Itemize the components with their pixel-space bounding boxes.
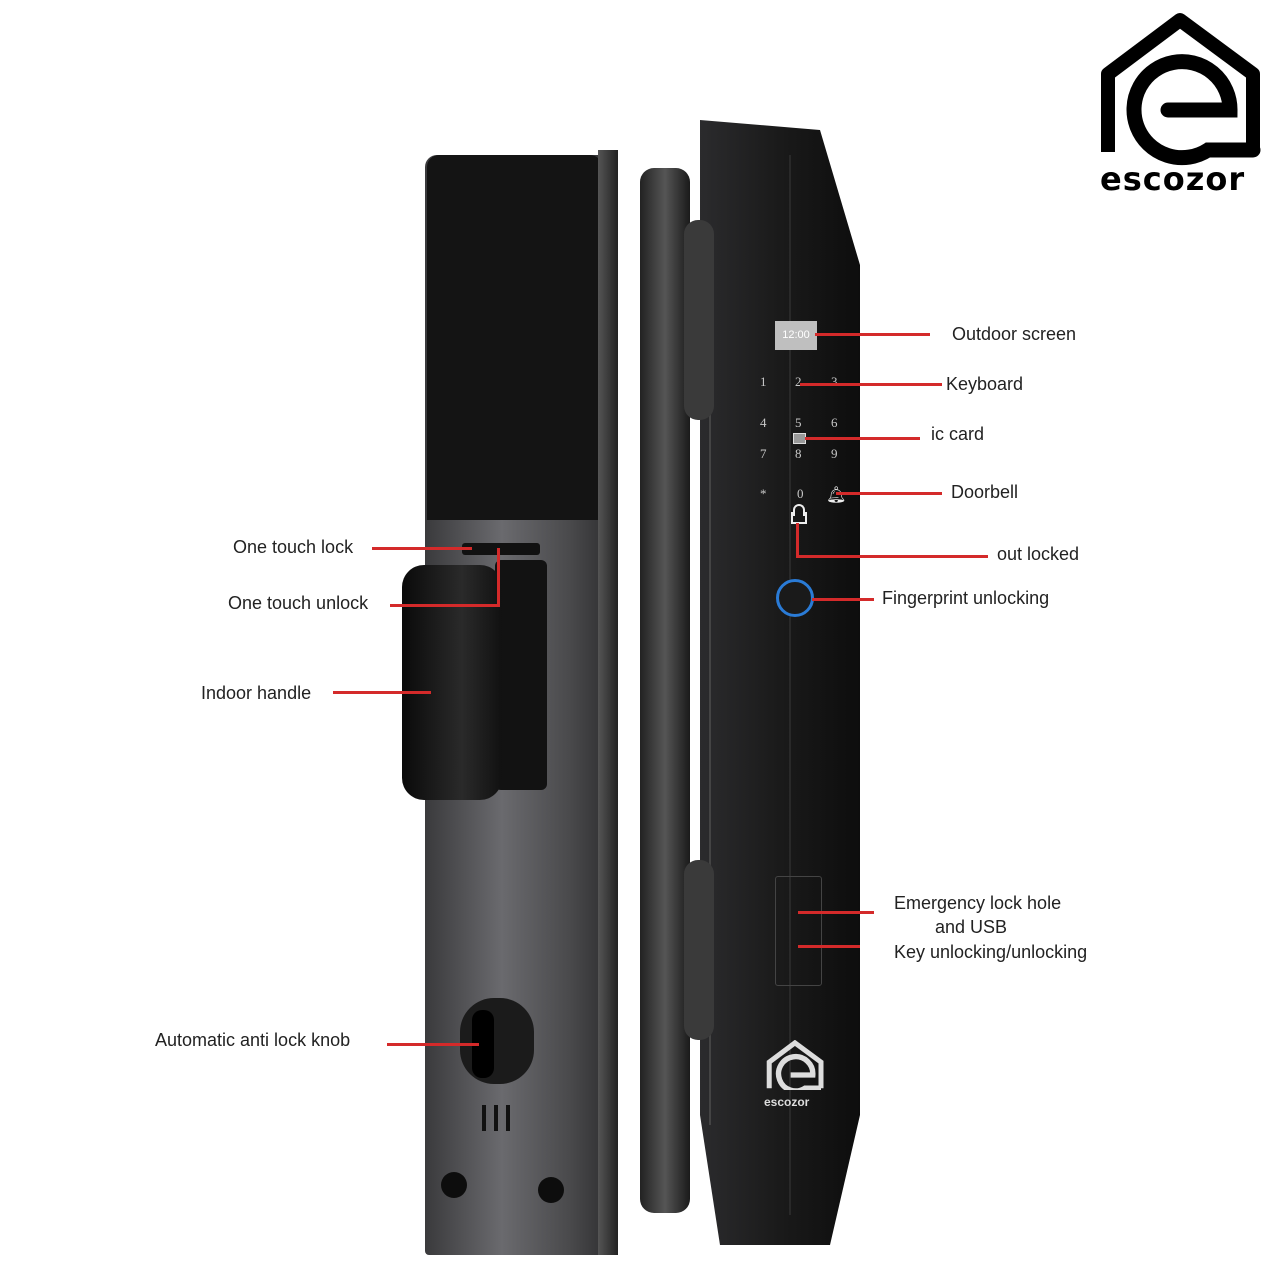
label-anti-lock-knob: Automatic anti lock knob: [155, 1030, 351, 1050]
callout-line: [798, 945, 860, 948]
outdoor-backplate: [640, 168, 690, 1213]
key-8[interactable]: 8: [795, 446, 802, 461]
key-6[interactable]: 6: [831, 415, 838, 430]
fingerprint-sensor[interactable]: [776, 579, 814, 617]
key-7[interactable]: 7: [760, 446, 767, 461]
callout-line: [390, 604, 500, 607]
callout-line: [815, 333, 930, 336]
callout-line: [796, 523, 799, 557]
padlock-icon[interactable]: [791, 512, 807, 524]
label-outdoor-screen: Outdoor screen: [952, 324, 1077, 344]
label-one-touch-lock: One touch lock: [233, 537, 354, 557]
label-doorbell: Doorbell: [951, 482, 1019, 502]
label-key-unlocking: Key unlocking/unlocking: [894, 942, 1088, 962]
label-fingerprint: Fingerprint unlocking: [882, 588, 1050, 608]
label-indoor-handle: Indoor handle: [201, 683, 312, 703]
one-touch-button[interactable]: [462, 543, 540, 555]
brand-logo: escozor: [1098, 12, 1268, 202]
outer-handle-lower[interactable]: [684, 860, 714, 1040]
callout-line: [372, 547, 472, 550]
label-emergency-lock-hole: Emergency lock hole: [894, 893, 1062, 913]
callout-line: [497, 548, 500, 606]
indoor-lock-top-panel: [427, 155, 602, 520]
outdoor-screen: 12:00: [775, 321, 817, 350]
key-5[interactable]: 5: [795, 415, 802, 430]
callout-line: [387, 1043, 479, 1046]
callout-line: [812, 598, 874, 601]
label-and-usb: and USB: [935, 917, 1008, 937]
speaker-slots: [482, 1105, 518, 1131]
key-9[interactable]: 9: [831, 446, 838, 461]
watermark-logo: escozor: [764, 1039, 832, 1110]
callout-line: [333, 691, 431, 694]
emergency-lock-cover[interactable]: [775, 876, 822, 986]
key-0[interactable]: 0: [797, 486, 804, 501]
callout-line: [836, 492, 942, 495]
outer-handle-upper[interactable]: [684, 220, 714, 420]
watermark-text: escozor: [764, 1095, 810, 1109]
label-ic-card: ic card: [931, 424, 985, 444]
callout-line: [805, 437, 920, 440]
callout-line: [800, 383, 942, 386]
handle-mount: [495, 560, 547, 790]
callout-line: [798, 911, 874, 914]
key-star[interactable]: *: [760, 486, 767, 501]
doorbell-icon[interactable]: 🔔︎: [826, 487, 847, 504]
label-one-touch-unlock: One touch unlock: [228, 593, 369, 613]
house-e-watermark-icon: [766, 1039, 824, 1094]
anti-lock-knob[interactable]: [472, 1010, 494, 1078]
callout-line: [796, 555, 988, 558]
screw-hole: [441, 1172, 467, 1198]
label-out-locked: out locked: [997, 544, 1080, 564]
indoor-handle[interactable]: [402, 565, 502, 800]
key-1[interactable]: 1: [760, 374, 767, 389]
key-2[interactable]: 2: [795, 374, 802, 389]
key-3[interactable]: 3: [831, 374, 838, 389]
brand-name: escozor: [1100, 160, 1246, 198]
indoor-lock-side-edge: [598, 150, 618, 1255]
padlock-shackle-icon: [793, 504, 805, 516]
key-4[interactable]: 4: [760, 415, 767, 430]
house-e-logo-icon: [1101, 13, 1261, 166]
label-keyboard: Keyboard: [946, 374, 1024, 394]
screw-hole: [538, 1177, 564, 1203]
